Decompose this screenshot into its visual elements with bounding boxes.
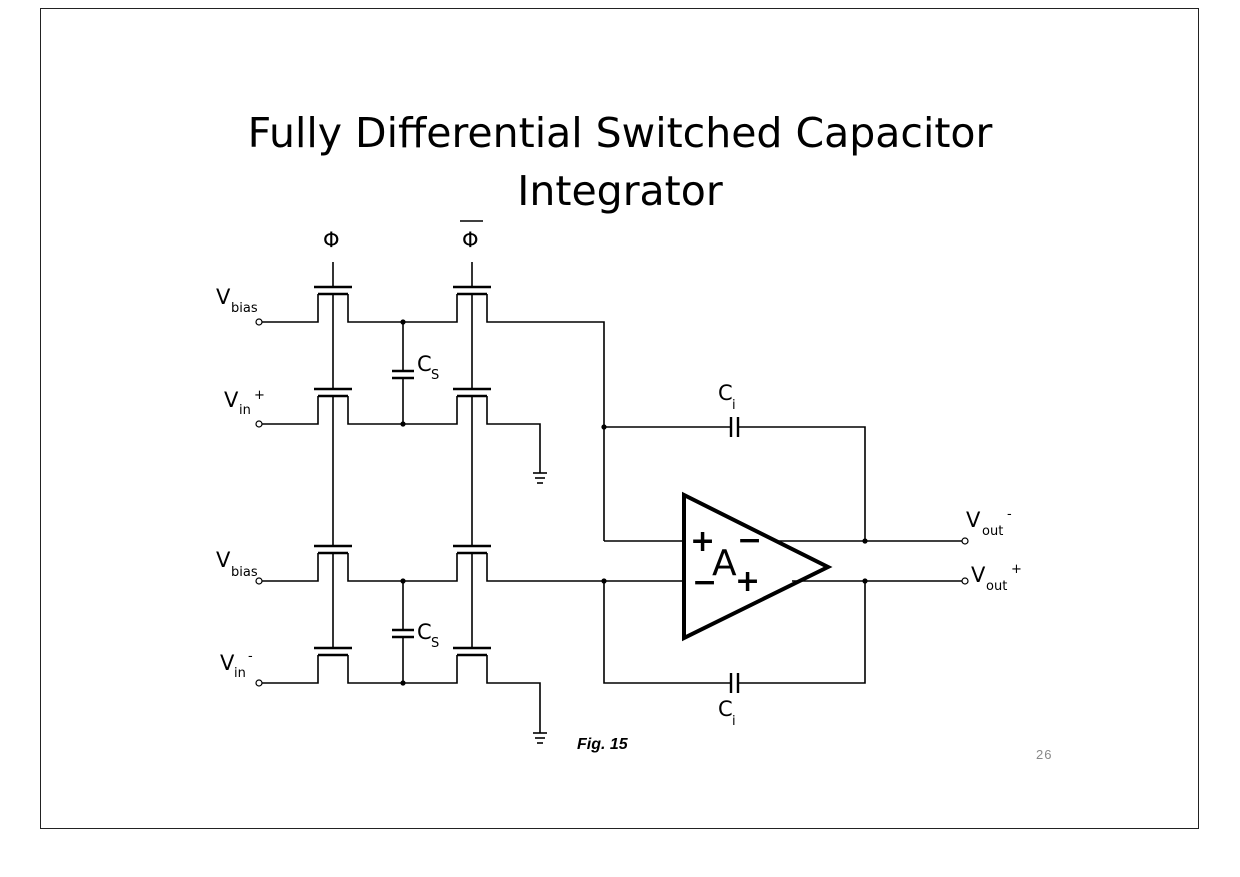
svg-text:in: in — [234, 666, 246, 681]
sampling-capacitor-top — [392, 322, 414, 424]
svg-text:in: in — [239, 403, 251, 418]
svg-text:+: + — [254, 388, 265, 403]
vout-plus-terminal — [961, 577, 969, 585]
slide-frame — [40, 8, 1199, 829]
slide-title: Fully Differential Switched Capacitor In… — [0, 104, 1240, 220]
title-line-1: Fully Differential Switched Capacitor — [247, 109, 993, 157]
title-line-2: Integrator — [517, 167, 723, 215]
vin-plus-label: V in + — [224, 388, 265, 418]
svg-text:V: V — [220, 651, 235, 675]
svg-text:C: C — [417, 620, 432, 644]
ci-bottom-label: C i — [718, 697, 736, 729]
svg-text:V: V — [216, 285, 231, 309]
vout-minus-label: V out - — [966, 507, 1012, 539]
amp-input-minus-sign: − — [692, 565, 717, 600]
svg-text:bias: bias — [231, 565, 258, 580]
ground-symbol-top — [533, 472, 547, 484]
svg-text:-: - — [1007, 507, 1012, 522]
svg-text:V: V — [216, 548, 231, 572]
integrating-capacitor-bottom — [603, 581, 866, 693]
ci-top-label: C i — [718, 381, 736, 413]
phi-bar-label: Φ — [462, 228, 479, 252]
cs-bottom-label: C S — [417, 620, 439, 651]
svg-text:+: + — [1011, 562, 1022, 577]
svg-text:V: V — [971, 563, 986, 587]
svg-text:C: C — [417, 352, 432, 376]
svg-text:S: S — [431, 636, 439, 651]
svg-text:bias: bias — [231, 301, 258, 316]
vin-plus-terminal — [255, 420, 263, 428]
ground-symbol-bottom — [533, 732, 547, 744]
vout-plus-label: V out + — [971, 562, 1022, 594]
svg-text:C: C — [718, 697, 733, 721]
switch-transistor-t7 — [403, 544, 684, 582]
svg-text:S: S — [431, 368, 439, 383]
svg-text:out: out — [986, 579, 1007, 594]
cs-top-label: C S — [417, 352, 439, 383]
svg-text:i: i — [732, 714, 736, 729]
vbias-top-label: V bias — [216, 285, 258, 316]
switch-transistor-t6 — [262, 553, 403, 684]
vbias-bottom-label: V bias — [216, 548, 258, 580]
sampling-capacitor-bottom — [392, 581, 414, 683]
integrating-capacitor-top — [604, 417, 866, 541]
phi-label: Φ — [323, 228, 340, 252]
svg-text:-: - — [248, 649, 253, 664]
svg-text:i: i — [732, 398, 736, 413]
vin-minus-label: V in - — [220, 649, 253, 681]
amp-output-plus-sign: + — [735, 564, 760, 599]
svg-text:V: V — [224, 388, 239, 412]
amp-input-plus-sign: + — [690, 524, 715, 559]
svg-text:C: C — [718, 381, 733, 405]
vbias-top-terminal — [255, 318, 263, 326]
svg-text:out: out — [982, 524, 1003, 539]
switch-transistor-t3 — [403, 285, 605, 541]
svg-text:V: V — [966, 508, 981, 532]
amp-output-minus-sign: − — [737, 523, 762, 558]
vbias-bottom-terminal — [255, 577, 263, 585]
figure-caption: Fig. 15 — [577, 736, 628, 753]
page-number: 26 — [1036, 747, 1053, 762]
vin-minus-terminal — [255, 679, 263, 687]
amp-gain-label: A — [712, 543, 737, 584]
vout-minus-terminal — [961, 537, 969, 545]
switch-transistor-t8 — [403, 553, 541, 733]
fully-differential-op-amp — [682, 491, 833, 642]
